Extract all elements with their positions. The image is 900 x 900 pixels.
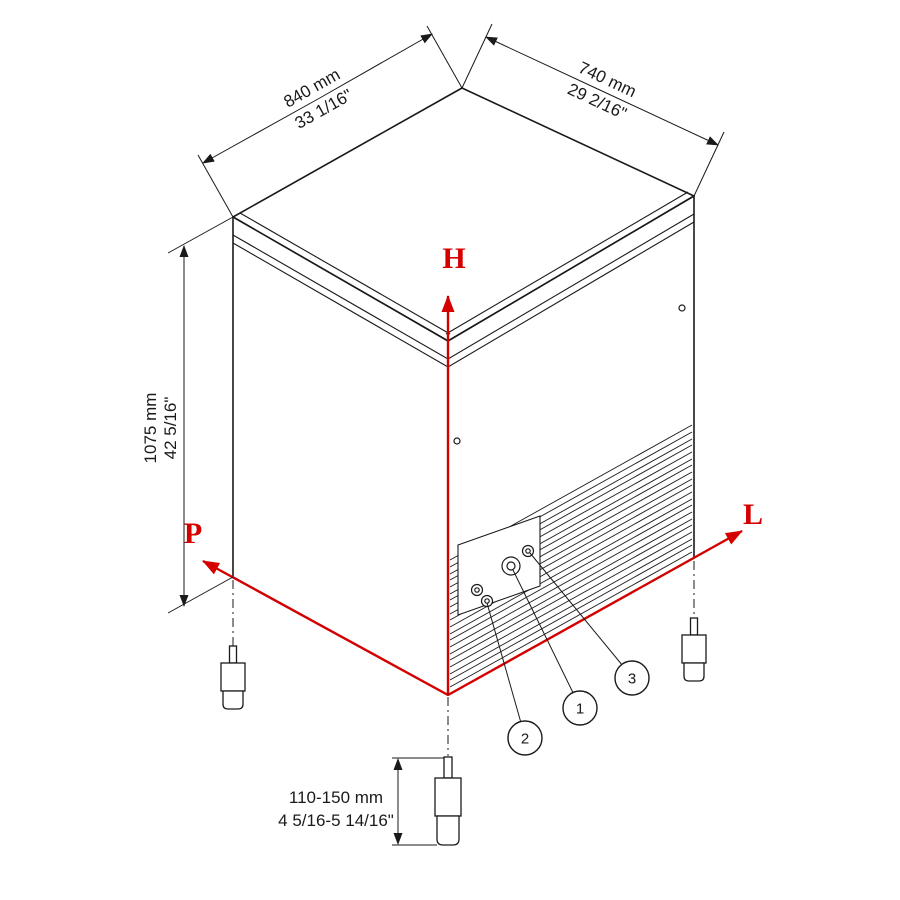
dim-height-metric: 1075 mm bbox=[141, 393, 160, 464]
dim-line bbox=[601, 90, 719, 146]
dim-line bbox=[202, 98, 319, 164]
ext-line bbox=[693, 131, 725, 197]
callout-balloon-1 bbox=[562, 690, 598, 726]
fitting-upper-inner bbox=[525, 548, 531, 554]
callout-balloon-3 bbox=[614, 660, 650, 696]
fitting-lower-a-inner bbox=[474, 587, 480, 593]
depth-axis-arrow bbox=[202, 559, 449, 697]
callout-leader-3 bbox=[529, 552, 633, 678]
dim-foot-imperial: 4 5/16-5 14/16" bbox=[278, 811, 394, 830]
ext-line bbox=[197, 154, 234, 218]
fitting-water-inlet-inner bbox=[506, 561, 516, 571]
callouts: 1 2 3 bbox=[486, 552, 650, 756]
callout-leader-2 bbox=[486, 602, 526, 738]
callout-number-3: 3 bbox=[628, 671, 636, 688]
dim-foot-metric: 110-150 mm bbox=[289, 788, 383, 807]
foot-front bbox=[434, 756, 462, 846]
axis-label-h: H bbox=[442, 242, 465, 275]
callout-balloon-2 bbox=[507, 720, 543, 756]
foot-right bbox=[681, 617, 707, 682]
dim-height: 1075 mm 42 5/16" bbox=[141, 216, 234, 614]
callout-leader-1 bbox=[512, 569, 581, 708]
axis-label-l: L bbox=[743, 498, 763, 531]
axes: H P L bbox=[184, 242, 763, 697]
connection-panel bbox=[457, 515, 541, 616]
screw-side bbox=[678, 304, 686, 312]
ext-line bbox=[167, 576, 234, 614]
screw-front bbox=[453, 437, 461, 445]
adjustable-feet bbox=[220, 561, 707, 846]
panel-screws bbox=[453, 304, 686, 445]
axis-label-p: P bbox=[184, 517, 202, 550]
dim-line bbox=[485, 36, 603, 92]
lid-top-inset-left bbox=[239, 212, 451, 335]
lid-top-inset-right bbox=[445, 191, 689, 335]
dim-height-imperial: 42 5/16" bbox=[161, 397, 180, 460]
callout-number-1: 1 bbox=[576, 701, 584, 718]
ext-line bbox=[167, 216, 234, 254]
dim-line bbox=[317, 33, 433, 100]
dim-foot-height: 110-150 mm 4 5/16-5 14/16" bbox=[278, 757, 444, 846]
callout-number-2: 2 bbox=[521, 731, 529, 748]
fitting-lower-b-inner bbox=[484, 598, 490, 604]
width-axis-arrow bbox=[447, 529, 743, 697]
ext-line bbox=[461, 23, 493, 89]
foot-left bbox=[220, 645, 246, 710]
ext-line bbox=[426, 25, 463, 89]
